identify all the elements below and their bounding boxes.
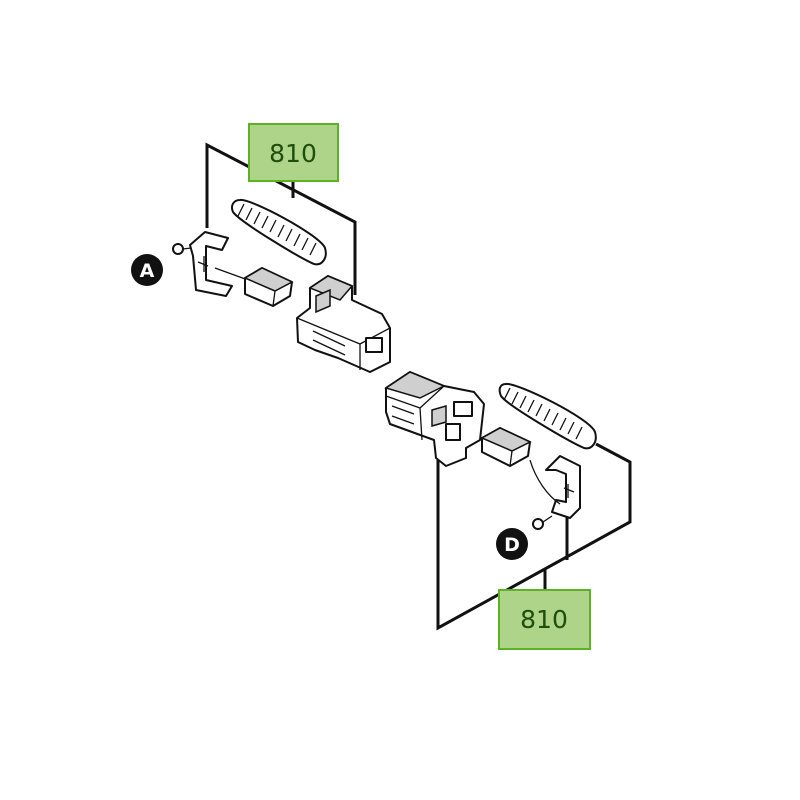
- marker-d: D: [496, 528, 528, 560]
- lower-carbon-brush: [480, 427, 532, 467]
- marker-a-text: A: [140, 260, 155, 282]
- lower-spring: [498, 382, 597, 450]
- part-label-top-text: 810: [269, 139, 317, 168]
- part-label-bottom: 810: [498, 589, 591, 650]
- upper-connector-housing: [296, 275, 391, 373]
- upper-carbon-brush: [243, 267, 294, 307]
- lower-connector-housing: [384, 371, 485, 467]
- marker-d-text: D: [504, 534, 520, 556]
- part-label-bottom-text: 810: [520, 605, 568, 634]
- marker-a: A: [131, 254, 163, 286]
- upper-brush-plate: [172, 231, 249, 297]
- lower-brush-plate: [529, 455, 581, 530]
- upper-spring: [230, 198, 327, 266]
- part-label-top: 810: [248, 123, 339, 182]
